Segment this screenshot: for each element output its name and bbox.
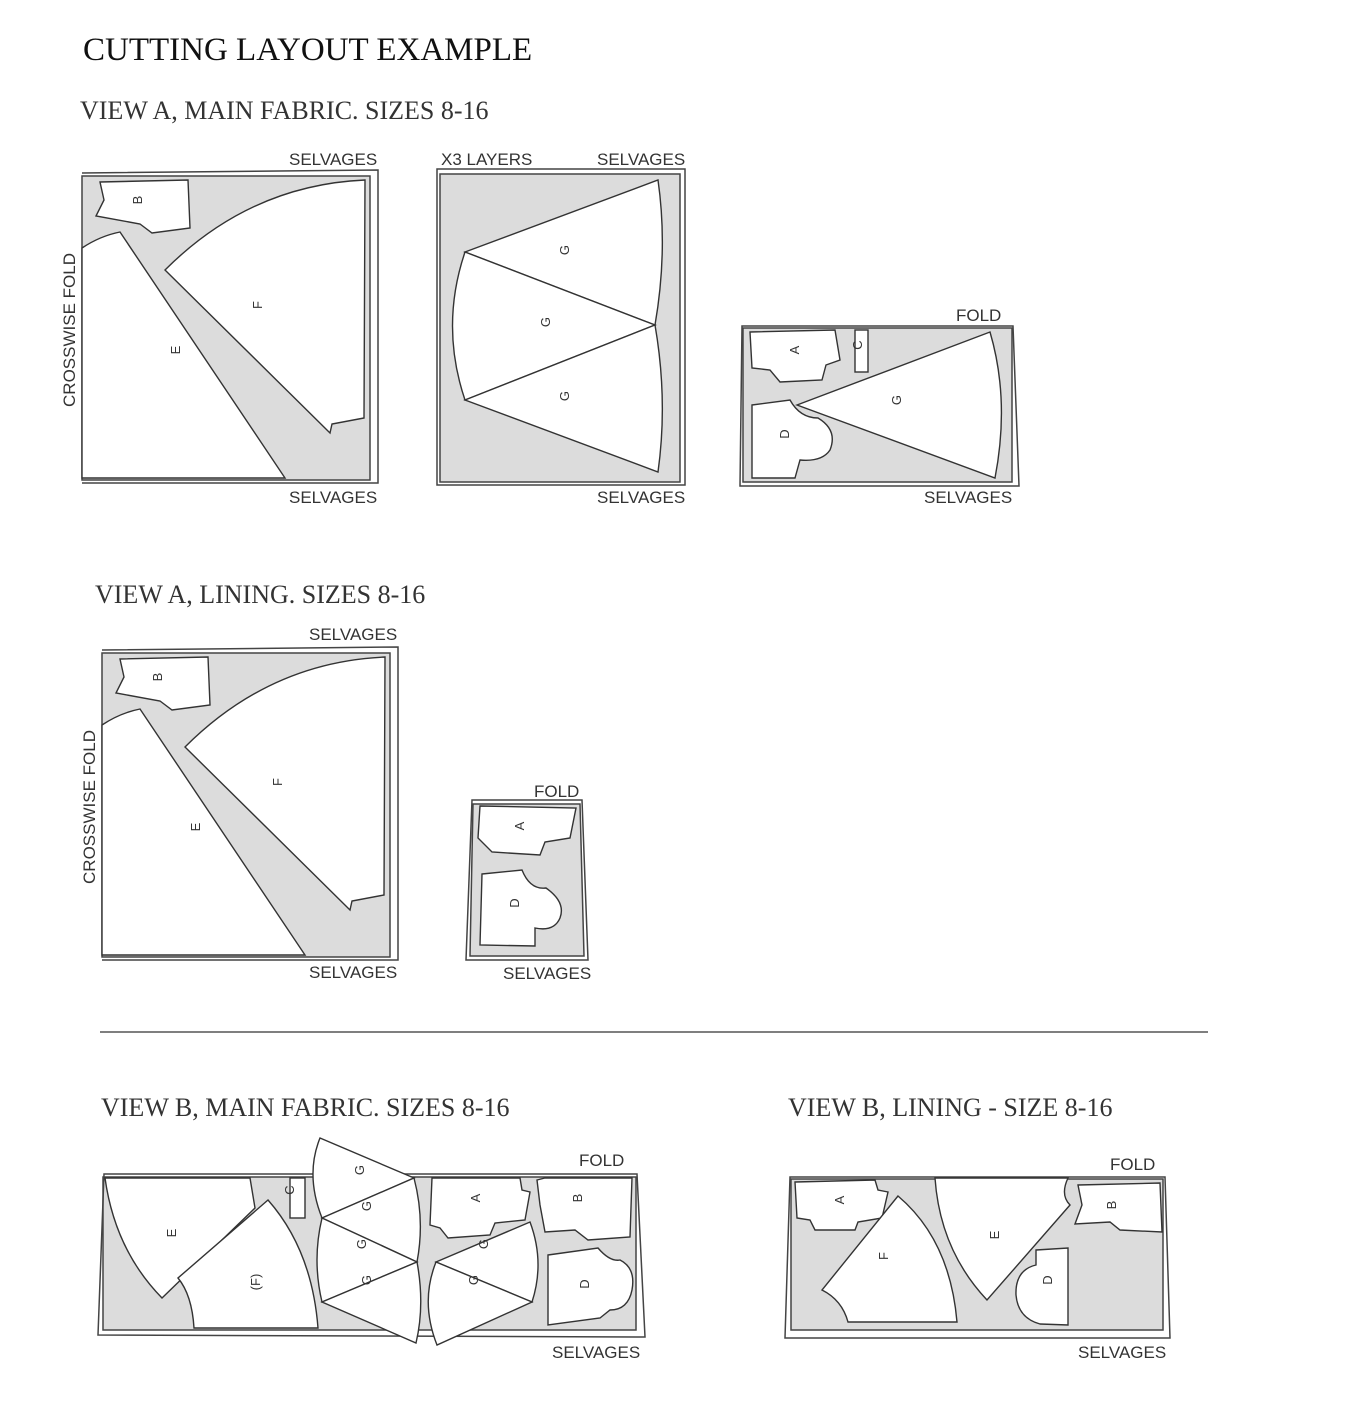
piece-e — [101, 708, 307, 956]
piece-label: G — [466, 1275, 481, 1285]
piece-g — [794, 331, 1003, 479]
piece-b — [1073, 1182, 1163, 1233]
view-a-main-layout-1: B E F SELVAGES SELVAGES CROSSWISE FOLD — [60, 150, 379, 507]
piece-f — [184, 656, 386, 912]
piece-label: E — [188, 822, 203, 831]
layers-label: X3 LAYERS — [441, 150, 532, 169]
selvages-label: SELVAGES — [289, 150, 377, 169]
piece-c — [854, 329, 869, 373]
piece-a — [429, 1177, 531, 1239]
piece-label: E — [987, 1230, 1002, 1239]
piece-label: D — [777, 429, 792, 438]
piece-f — [820, 1195, 958, 1323]
piece-label: G — [354, 1239, 369, 1249]
piece-e — [934, 1177, 1071, 1302]
selvages-label: SELVAGES — [309, 963, 397, 982]
piece-label: D — [577, 1279, 592, 1288]
piece-a — [749, 329, 841, 383]
view-b-main-heading: VIEW B, MAIN FABRIC. SIZES 8-16 — [101, 1093, 510, 1122]
piece-label: A — [468, 1193, 483, 1202]
piece-label: G — [538, 317, 553, 327]
fold-label: FOLD — [534, 782, 579, 801]
selvages-label: SELVAGES — [924, 488, 1012, 507]
piece-label: A — [787, 345, 802, 354]
piece-g — [463, 179, 664, 326]
piece-label: G — [889, 395, 904, 405]
fold-label: FOLD — [1110, 1155, 1155, 1174]
crosswise-fold-label: CROSSWISE FOLD — [60, 253, 79, 407]
selvages-label: SELVAGES — [597, 150, 685, 169]
fabric-edge — [436, 168, 686, 486]
piece-label: F — [270, 778, 285, 786]
piece-label: G — [557, 245, 572, 255]
piece-a — [477, 805, 577, 856]
view-a-lining-layout-1: B E F SELVAGES SELVAGES CROSSWISE FOLD — [80, 625, 399, 982]
piece-g — [463, 324, 664, 473]
piece-label: G — [359, 1201, 374, 1211]
piece-label: A — [832, 1195, 847, 1204]
piece-a — [794, 1179, 889, 1231]
piece-label: B — [130, 196, 145, 205]
piece-label: C — [850, 340, 865, 349]
piece-g — [427, 1261, 534, 1346]
piece-g — [320, 1261, 422, 1344]
piece-g — [320, 1177, 422, 1264]
fabric-edge — [81, 169, 379, 484]
piece-label: G — [476, 1239, 491, 1249]
piece-label: F — [876, 1252, 891, 1260]
piece-label: G — [352, 1165, 367, 1175]
piece-b — [114, 656, 211, 711]
view-a-lining-layout-2: A D FOLD SELVAGES — [465, 782, 591, 983]
piece-e — [104, 1177, 256, 1299]
piece-label: B — [1104, 1201, 1119, 1210]
piece-label: C — [282, 1185, 297, 1194]
view-a-main-layout-2: G G G X3 LAYERS SELVAGES SELVAGES — [436, 150, 686, 507]
fold-label: FOLD — [956, 306, 1001, 325]
view-b-lining-heading: VIEW B, LINING - SIZE 8-16 — [788, 1093, 1112, 1122]
piece-b — [536, 1177, 633, 1241]
selvages-label: SELVAGES — [597, 488, 685, 507]
piece-f — [164, 179, 366, 435]
piece-g — [434, 1221, 539, 1303]
piece-label: G — [557, 391, 572, 401]
piece-label: B — [150, 673, 165, 682]
fabric-edge — [101, 646, 399, 961]
fabric-edge — [739, 325, 1020, 487]
view-b-main-layout: E (F) C G G G G A B G G D FOLD SELVAGES — [97, 1137, 646, 1362]
piece-d — [479, 869, 563, 947]
selvages-label: SELVAGES — [289, 488, 377, 507]
fabric-edge — [465, 799, 589, 961]
fold-label: FOLD — [579, 1151, 624, 1170]
selvages-label: SELVAGES — [1078, 1343, 1166, 1362]
view-a-main-layout-3: A C D G FOLD SELVAGES — [739, 306, 1020, 507]
selvages-label: SELVAGES — [309, 625, 397, 644]
piece-label: D — [507, 898, 522, 907]
fabric-edge — [97, 1173, 646, 1338]
piece-label: E — [168, 345, 183, 354]
selvages-label: SELVAGES — [552, 1343, 640, 1362]
piece-label: B — [570, 1194, 585, 1203]
page-title: CUTTING LAYOUT EXAMPLE — [83, 32, 532, 68]
piece-label: (F) — [248, 1274, 263, 1291]
fabric-edge — [784, 1176, 1171, 1339]
view-b-lining-layout: A F E B D FOLD SELVAGES — [784, 1155, 1171, 1362]
piece-d — [547, 1247, 634, 1326]
piece-label: D — [1040, 1275, 1055, 1284]
piece-d — [1015, 1247, 1069, 1326]
piece-c — [289, 1177, 306, 1219]
piece-label: F — [250, 301, 265, 309]
selvages-label: SELVAGES — [503, 964, 591, 983]
view-a-main-heading: VIEW A, MAIN FABRIC. SIZES 8-16 — [80, 96, 489, 125]
piece-b — [94, 179, 191, 234]
piece-d — [751, 399, 833, 479]
piece-f — [177, 1199, 319, 1329]
piece-label: A — [512, 821, 527, 830]
piece-label: E — [164, 1228, 179, 1237]
piece-label: G — [359, 1275, 374, 1285]
crosswise-fold-label: CROSSWISE FOLD — [80, 730, 99, 884]
view-a-lining-heading: VIEW A, LINING. SIZES 8-16 — [95, 580, 425, 609]
piece-e — [81, 231, 287, 479]
